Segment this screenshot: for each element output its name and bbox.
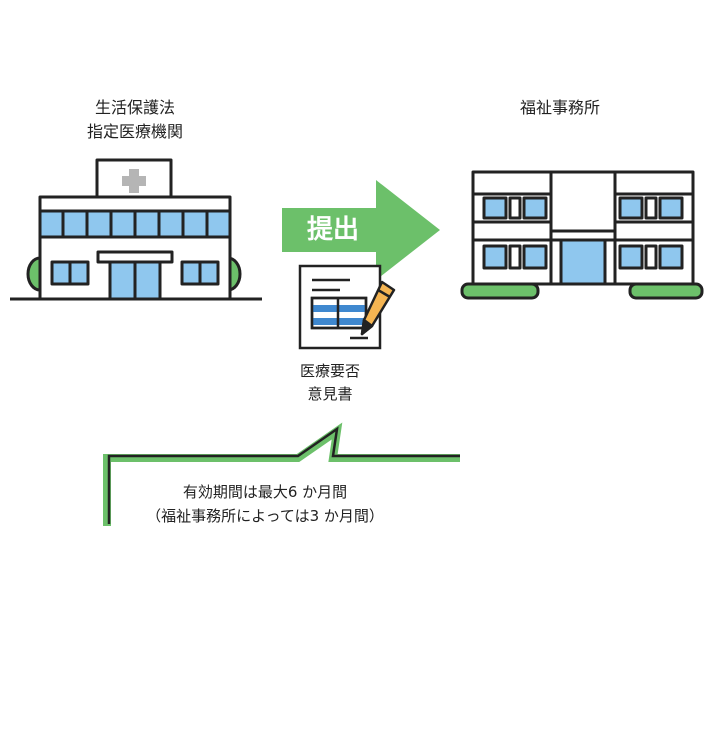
note-speech-bubble xyxy=(103,422,460,526)
validity-note-line1: 有効期間は最大6 か月間 xyxy=(182,483,348,501)
hospital-label-line1: 生活保護法 xyxy=(94,98,175,117)
document-label-line2: 意見書 xyxy=(307,385,353,403)
pencil-icon xyxy=(360,280,396,336)
validity-note-line2: （福祉事務所によっては3 か月間） xyxy=(146,507,384,525)
medical-cross-icon xyxy=(122,169,146,193)
welfare-office-building-icon xyxy=(460,170,704,300)
submit-arrow-icon xyxy=(282,180,440,280)
hospital-label: 生活保護法 指定医療機関 xyxy=(40,96,230,144)
submit-arrow-label: 提出 xyxy=(306,215,359,245)
hospital-label-line2: 指定医療機関 xyxy=(86,122,183,141)
document-label: 医療要否 意見書 xyxy=(270,360,390,406)
hospital-building-icon xyxy=(10,158,262,301)
document-label-line1: 医療要否 xyxy=(299,362,360,380)
welfare-office-label: 福祉事務所 xyxy=(519,98,600,117)
validity-note: 有効期間は最大6 か月間 （福祉事務所によっては3 か月間） xyxy=(110,480,420,528)
document-form-icon xyxy=(298,264,382,350)
